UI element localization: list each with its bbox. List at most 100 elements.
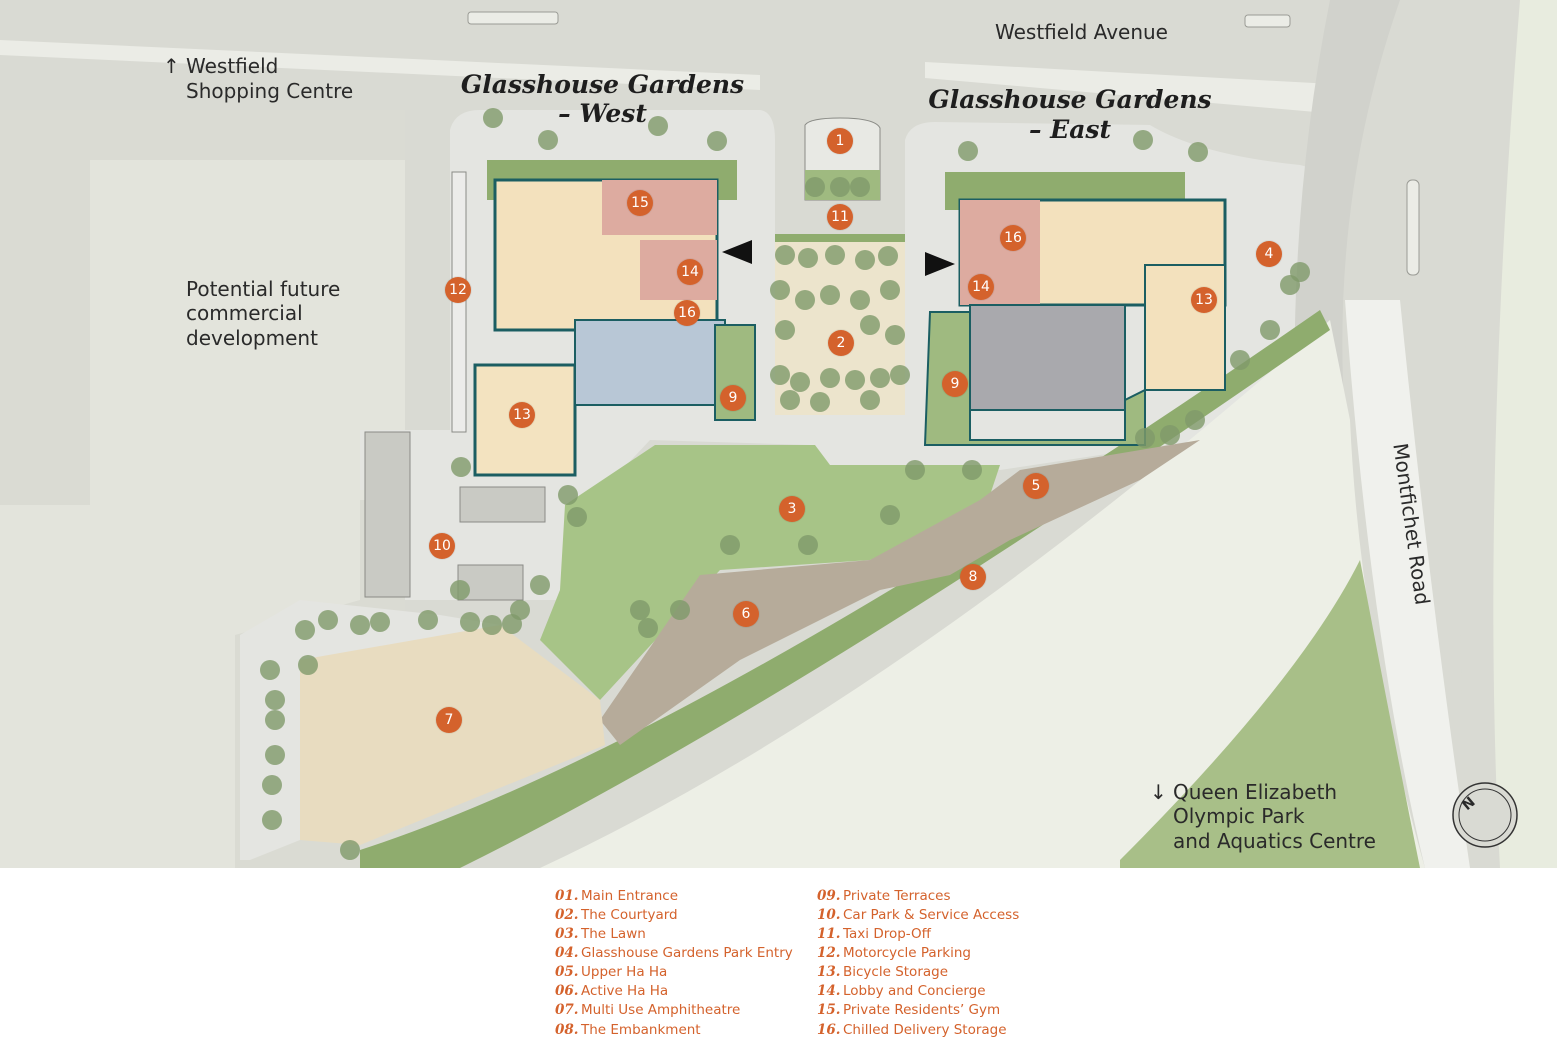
- legend-item: 08.The Embankment: [555, 1022, 701, 1038]
- tree-icon: [820, 285, 840, 305]
- marker-10-car-park[interactable]: 10: [429, 533, 455, 559]
- tree-icon: [530, 575, 550, 595]
- marker-1-main-entrance[interactable]: 1: [827, 128, 853, 154]
- marker-8-embankment[interactable]: 8: [960, 564, 986, 590]
- tree-icon: [770, 365, 790, 385]
- tree-icon: [483, 108, 503, 128]
- legend-item: 07.Multi Use Amphitheatre: [555, 1002, 741, 1018]
- olympic-park-line2: Olympic Park: [1173, 804, 1305, 828]
- legend-item: 02.The Courtyard: [555, 907, 678, 923]
- west-title-line2: – West: [558, 99, 647, 128]
- legend-item: 14.Lobby and Concierge: [817, 983, 986, 999]
- west-entrance-arrow: [722, 240, 752, 264]
- tree-icon: [880, 505, 900, 525]
- east-title-line2: – East: [1028, 115, 1112, 144]
- marker-12-motorcycle[interactable]: 12: [445, 277, 471, 303]
- future-development-line2: commercial: [186, 301, 303, 325]
- tree-icon: [265, 690, 285, 710]
- marker-2-courtyard[interactable]: 2: [828, 330, 854, 356]
- site-map: Westfield Avenue ↑ Westfield Shopping Ce…: [0, 0, 1557, 868]
- tree-icon: [962, 460, 982, 480]
- tree-icon: [350, 615, 370, 635]
- tree-icon: [905, 460, 925, 480]
- amphitheatre-surface: [295, 625, 605, 845]
- tree-icon: [790, 372, 810, 392]
- green-corner: [1120, 560, 1420, 868]
- marker-3-lawn[interactable]: 3: [779, 496, 805, 522]
- tree-icon: [780, 390, 800, 410]
- arrow-up-icon: ↑: [163, 54, 180, 78]
- tree-icon: [850, 177, 870, 197]
- tree-icon: [670, 600, 690, 620]
- legend-item: 15.Private Residents’ Gym: [817, 1002, 1001, 1018]
- tree-icon: [648, 116, 668, 136]
- marker-16-east-delivery[interactable]: 16: [1000, 225, 1026, 251]
- tree-icon: [538, 130, 558, 150]
- east-terrace: [923, 311, 1146, 446]
- marker-7-amphitheatre[interactable]: 7: [436, 707, 462, 733]
- tree-icon: [418, 610, 438, 630]
- tree-icon: [1160, 425, 1180, 445]
- marker-9-west-terraces[interactable]: 9: [720, 385, 746, 411]
- west-title-line1: Glasshouse Gardens: [460, 70, 745, 99]
- tree-icon: [878, 246, 898, 266]
- east-flats: [969, 304, 1126, 411]
- tree-icon: [805, 177, 825, 197]
- marker-11-taxi[interactable]: 11: [827, 204, 853, 230]
- future-development-line1: Potential future: [186, 277, 341, 301]
- tree-icon: [265, 710, 285, 730]
- tree-icon: [707, 131, 727, 151]
- tree-icon: [850, 290, 870, 310]
- tree-icon: [295, 620, 315, 640]
- tree-icon: [567, 507, 587, 527]
- marker-6-active-ha-ha[interactable]: 6: [733, 601, 759, 627]
- marker-13-west-bicycle[interactable]: 13: [509, 402, 535, 428]
- courtyard-edge: [775, 234, 905, 242]
- east-entrance-arrow: [925, 252, 955, 276]
- west-flats: [574, 319, 726, 406]
- westfield-avenue-label: Westfield Avenue: [995, 20, 1168, 44]
- tree-icon: [1230, 350, 1250, 370]
- marker-5-upper-ha-ha[interactable]: 5: [1023, 473, 1049, 499]
- westfield-label-line2: Shopping Centre: [186, 79, 354, 103]
- tree-icon: [860, 315, 880, 335]
- tree-icon: [1260, 320, 1280, 340]
- tree-icon: [880, 280, 900, 300]
- pavement-strip: [1345, 300, 1470, 868]
- future-development-plot: [0, 160, 405, 868]
- legend-item: 03.The Lawn: [555, 926, 646, 942]
- tree-icon: [630, 600, 650, 620]
- marker-14-west-lobby[interactable]: 14: [677, 259, 703, 285]
- legend-item: 09.Private Terraces: [817, 888, 951, 904]
- marker-9-east-terraces[interactable]: 9: [942, 371, 968, 397]
- west-gym: [602, 180, 717, 235]
- legend-item: 13.Bicycle Storage: [817, 964, 949, 980]
- legend: 01.Main Entrance 02.The Courtyard 03.The…: [0, 868, 1557, 1057]
- legend-item: 01.Main Entrance: [555, 888, 679, 904]
- tree-icon: [340, 840, 360, 860]
- marker-16-west-delivery[interactable]: 16: [674, 300, 700, 326]
- site-plan-drawing: [0, 0, 1557, 868]
- tree-icon: [298, 655, 318, 675]
- marker-15-gym[interactable]: 15: [627, 190, 653, 216]
- car-park-bays-north: [459, 486, 546, 523]
- marker-4-park-entry[interactable]: 4: [1256, 241, 1282, 267]
- legend-item: 11.Taxi Drop-Off: [817, 926, 931, 942]
- legend-item: 12.Motorcycle Parking: [817, 945, 971, 961]
- green-verge-right: [1493, 0, 1557, 868]
- legend-item: 05.Upper Ha Ha: [555, 964, 668, 980]
- marker-14-east-lobby[interactable]: 14: [968, 274, 994, 300]
- olympic-park-line3: and Aquatics Centre: [1173, 829, 1376, 853]
- tree-icon: [482, 615, 502, 635]
- tree-icon: [775, 245, 795, 265]
- marker-13-east-bicycle[interactable]: 13: [1191, 287, 1217, 313]
- tree-icon: [885, 325, 905, 345]
- tree-icon: [451, 457, 471, 477]
- tree-icon: [1290, 262, 1310, 282]
- tree-icon: [845, 370, 865, 390]
- road-median-east: [925, 62, 1350, 115]
- tree-icon: [262, 810, 282, 830]
- road-island: [467, 11, 559, 25]
- tree-icon: [460, 612, 480, 632]
- tree-icon: [820, 368, 840, 388]
